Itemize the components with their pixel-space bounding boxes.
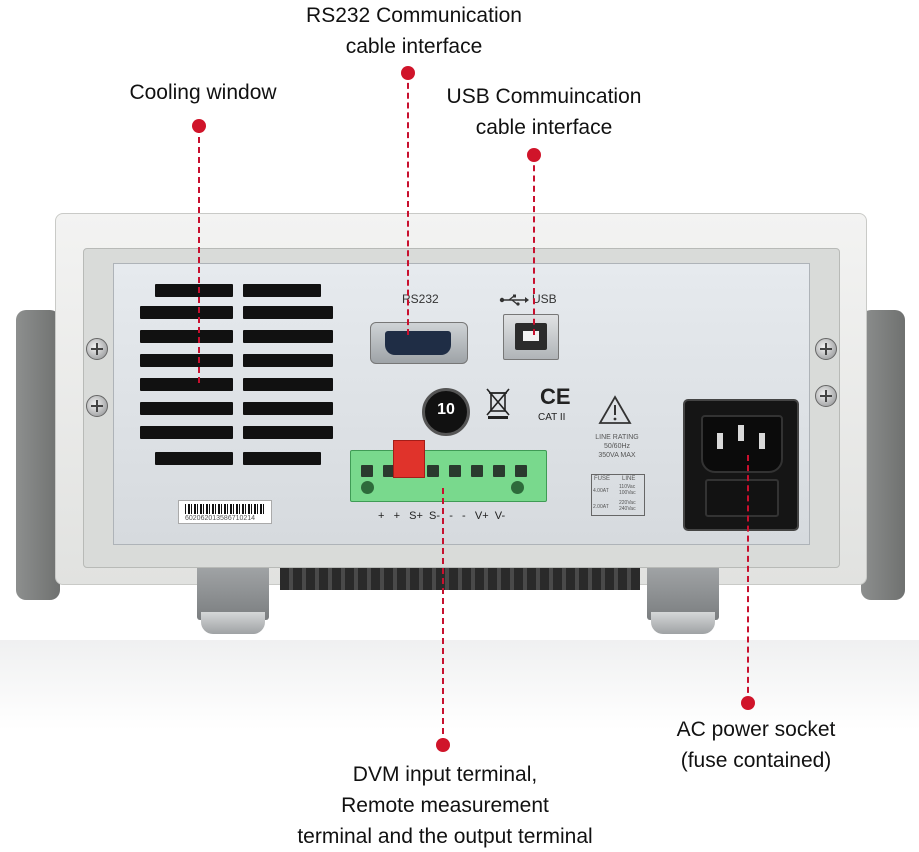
cooling-callout: Cooling window bbox=[93, 77, 313, 108]
fuse-row2-line: 220Vac 240Vac bbox=[619, 500, 636, 512]
dvm-callout-line2: Remote measurement bbox=[341, 794, 549, 817]
vent-slot bbox=[243, 306, 333, 319]
ac-callout-line1: AC power socket bbox=[646, 714, 866, 745]
right-foot-cap bbox=[651, 612, 715, 634]
vent-slot bbox=[243, 330, 333, 343]
screw-icon bbox=[86, 338, 108, 360]
fuse-row1-fuse: 4.00AT bbox=[593, 488, 609, 494]
barcode-text: 602062013586710214 bbox=[185, 515, 256, 522]
screw-icon bbox=[815, 385, 837, 407]
ac-callout: AC power socket (fuse contained) bbox=[646, 714, 866, 776]
vent-slot bbox=[140, 426, 233, 439]
vent-slot bbox=[243, 378, 333, 391]
ce-mark: CE bbox=[540, 384, 571, 409]
rs232-label: RS232 bbox=[402, 292, 439, 306]
fuse-row2-fuse: 2.00AT bbox=[593, 504, 609, 510]
rohs-10-icon: 10 bbox=[422, 388, 470, 436]
right-foot bbox=[647, 562, 719, 620]
usb-callout: USB Commuincation cable interface bbox=[414, 81, 674, 143]
usb-callout-line1: USB Commuincation bbox=[446, 85, 642, 108]
vent-slot bbox=[243, 284, 321, 297]
ac-dot bbox=[741, 696, 755, 710]
dvm-leader bbox=[442, 488, 444, 744]
warning-triangle-icon bbox=[598, 395, 632, 430]
terminal-labels: + + S+ S- - - V+ V- bbox=[378, 510, 506, 522]
vent-slot bbox=[243, 452, 321, 465]
fuse-row1-line: 110Vac 100Vac bbox=[619, 484, 636, 496]
cooling-dot bbox=[192, 119, 206, 133]
usb-dot bbox=[527, 148, 541, 162]
vent-slot bbox=[155, 452, 233, 465]
usb-port[interactable] bbox=[503, 314, 559, 360]
cooling-leader bbox=[198, 127, 200, 383]
ac-power-socket[interactable] bbox=[683, 399, 799, 531]
usb-symbol-icon bbox=[499, 293, 529, 311]
bottom-fins bbox=[280, 566, 640, 590]
sense-link-jumper[interactable] bbox=[393, 440, 425, 478]
barcode-label: 602062013586710214 bbox=[178, 500, 272, 524]
fuse-table: FUSE LINE 4.00AT 110Vac 100Vac 2.00AT 22… bbox=[591, 474, 645, 516]
iec-inlet bbox=[701, 415, 783, 473]
rohs-mark-text: 10 bbox=[437, 401, 455, 418]
rs232-dot bbox=[401, 66, 415, 80]
usb-label: USB bbox=[532, 292, 557, 306]
cat-label: CAT II bbox=[538, 412, 566, 423]
right-handle bbox=[861, 310, 905, 600]
screw-icon bbox=[86, 395, 108, 417]
vent-slot bbox=[140, 354, 233, 367]
vent-slot bbox=[243, 426, 333, 439]
vent-slot bbox=[140, 330, 233, 343]
vent-slot bbox=[243, 402, 333, 415]
floor-reflection bbox=[0, 640, 919, 730]
weee-bin-icon bbox=[486, 387, 510, 424]
dvm-dot bbox=[436, 738, 450, 752]
rating-line3: 350VA MAX bbox=[598, 452, 636, 459]
vent-slot bbox=[155, 284, 233, 297]
left-foot bbox=[197, 562, 269, 620]
left-handle bbox=[16, 310, 60, 600]
rs232-pins bbox=[385, 331, 451, 355]
dvm-callout: DVM input terminal, Remote measurement t… bbox=[243, 759, 647, 852]
screw-icon bbox=[815, 338, 837, 360]
dvm-callout-line3: terminal and the output terminal bbox=[297, 825, 593, 848]
line-header: LINE bbox=[622, 476, 636, 482]
vent-slot bbox=[140, 402, 233, 415]
rs232-leader bbox=[407, 73, 409, 335]
rs232-callout-line2: cable interface bbox=[345, 35, 483, 58]
ac-leader bbox=[747, 455, 749, 703]
vent-slot bbox=[140, 378, 233, 391]
rs232-port[interactable] bbox=[370, 322, 468, 364]
dvm-callout-line1: DVM input terminal, bbox=[352, 763, 538, 786]
line-rating: LINE RATING 50/60Hz 350VA MAX bbox=[586, 433, 648, 460]
usb-callout-line2: cable interface bbox=[475, 116, 613, 139]
rating-line1: LINE RATING bbox=[595, 434, 639, 441]
vent-slot bbox=[140, 306, 233, 319]
left-foot-cap bbox=[201, 612, 265, 634]
usb-port-opening bbox=[515, 323, 547, 350]
vent-slot bbox=[243, 354, 333, 367]
output-terminal-block[interactable] bbox=[350, 450, 547, 502]
fuse-header: FUSE bbox=[594, 476, 611, 482]
fuse-drawer[interactable] bbox=[705, 479, 779, 517]
rs232-callout-line1: RS232 Communication bbox=[306, 4, 522, 27]
ac-callout-line2: (fuse contained) bbox=[680, 749, 832, 772]
usb-leader bbox=[533, 155, 535, 335]
cooling-callout-line1: Cooling window bbox=[129, 81, 277, 104]
rs232-callout: RS232 Communication cable interface bbox=[264, 0, 564, 62]
rating-line2: 50/60Hz bbox=[603, 443, 631, 450]
